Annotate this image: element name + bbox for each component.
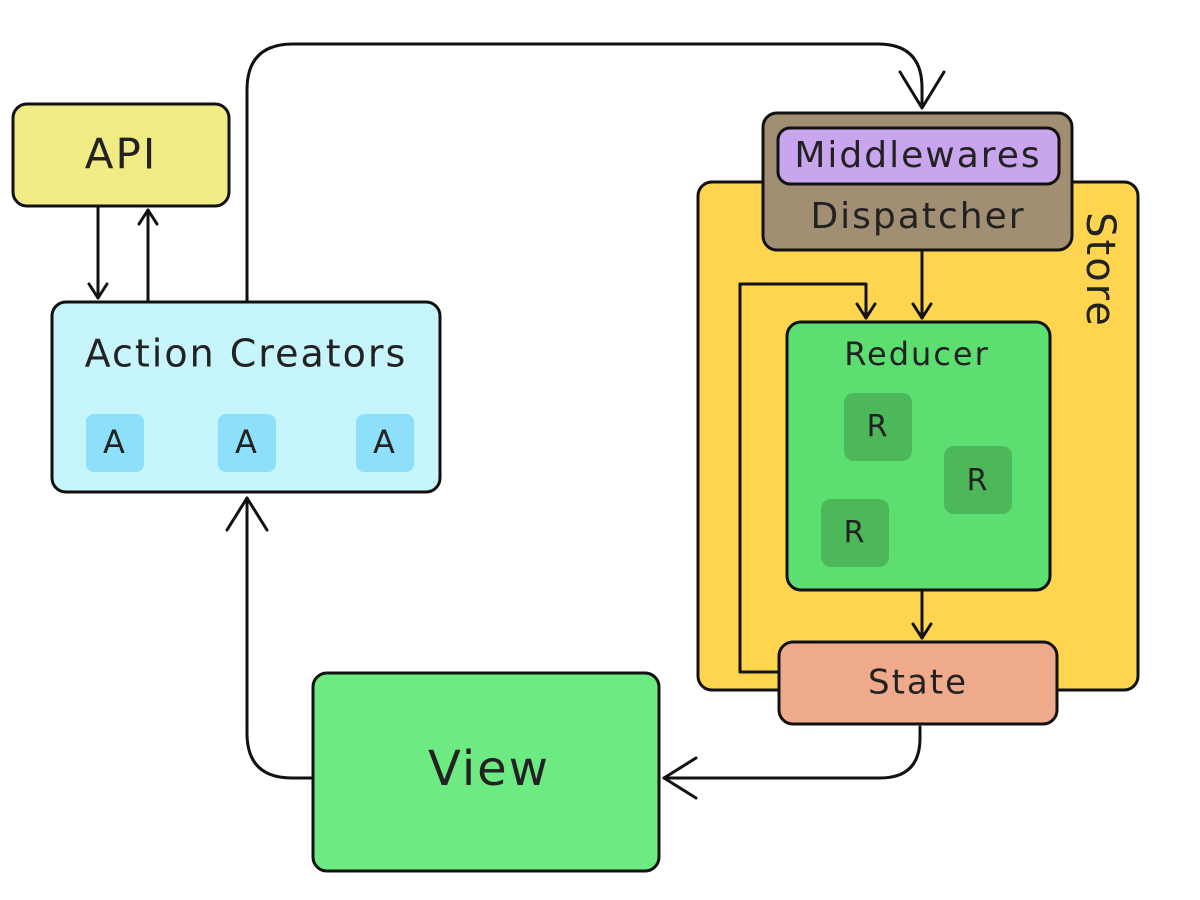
state-box [777,640,1059,726]
middlewares-box [776,126,1061,186]
state-to-reducer-arrow [738,282,877,674]
store-label: Store [1077,212,1123,328]
view-box [311,671,661,873]
action-item-label: A [103,423,127,461]
action-creators-to-api-arrow [137,208,159,302]
reducer-to-state-arrow [911,590,933,640]
reducer-item-label: R [844,516,867,551]
reducer-item-label: R [967,464,990,499]
action-item-label: A [235,423,259,461]
action-creators-label: Action Creators [85,332,408,376]
reducer-item-box [844,393,912,461]
api-box [11,102,231,208]
dispatcher-label: Dispatcher [810,196,1025,237]
reducer-item-box [944,446,1012,514]
view-label: View [428,741,550,797]
reducer-item-box [821,499,889,567]
api-label: API [85,130,157,179]
state-label: State [868,663,968,703]
middlewares-label: Middlewares [794,135,1041,176]
action-item-label: A [373,423,397,461]
view-to-action-creators-arrow [225,496,313,780]
reducer-item-label: R [867,410,890,445]
action-creators-box [50,300,442,494]
action-item-box [86,414,144,472]
state-to-view-arrow [662,725,922,800]
action-creators-to-dispatcher-arrow [245,42,946,302]
action-item-box [356,414,414,472]
action-item-box [218,414,276,472]
reducer-label: Reducer [844,335,990,373]
api-to-action-creators-arrow [87,206,109,300]
dispatcher-to-reducer-arrow [911,250,933,320]
